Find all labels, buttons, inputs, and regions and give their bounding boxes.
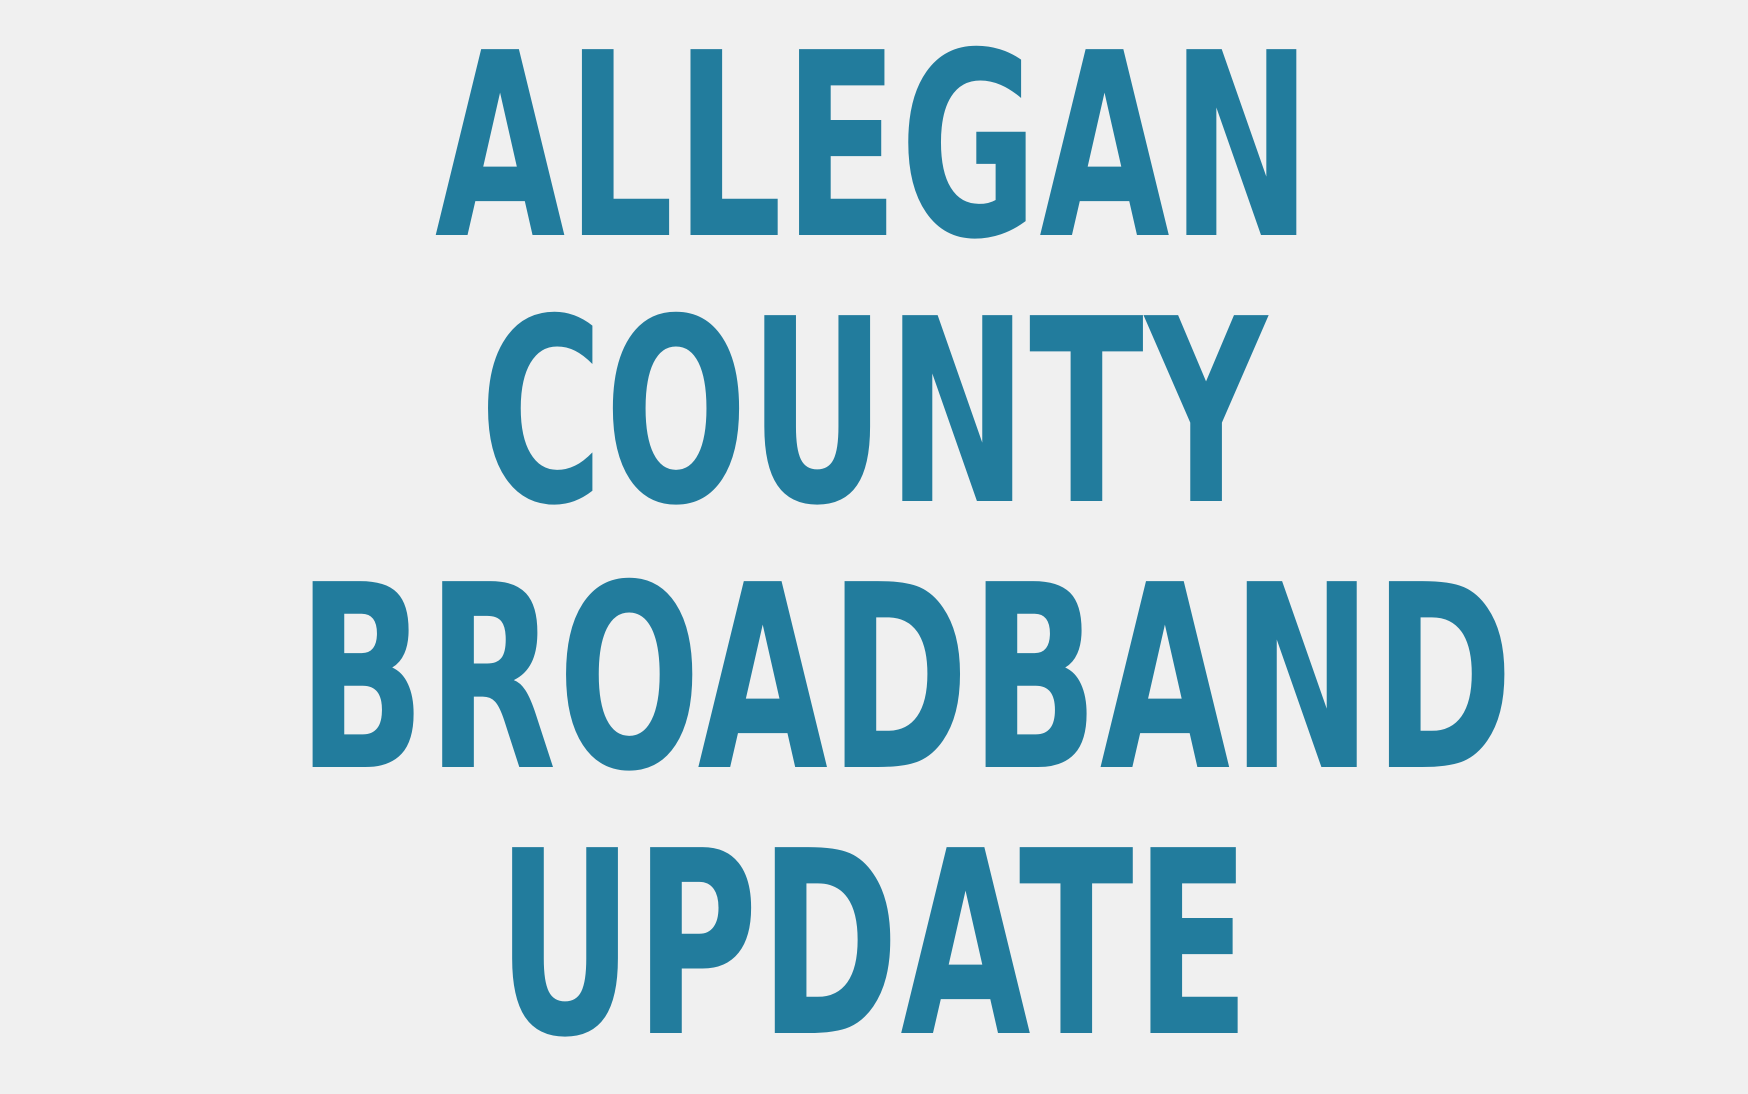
title-graphic: ALLEGAN COUNTY BROADBAND UPDATE — [297, 0, 1515, 1073]
title-line-county: COUNTY — [479, 265, 1269, 562]
title-line-allegan: ALLEGAN — [434, 0, 1314, 296]
title-line-broadband: BROADBAND — [297, 531, 1515, 828]
title-line-update: UPDATE — [496, 797, 1252, 1094]
